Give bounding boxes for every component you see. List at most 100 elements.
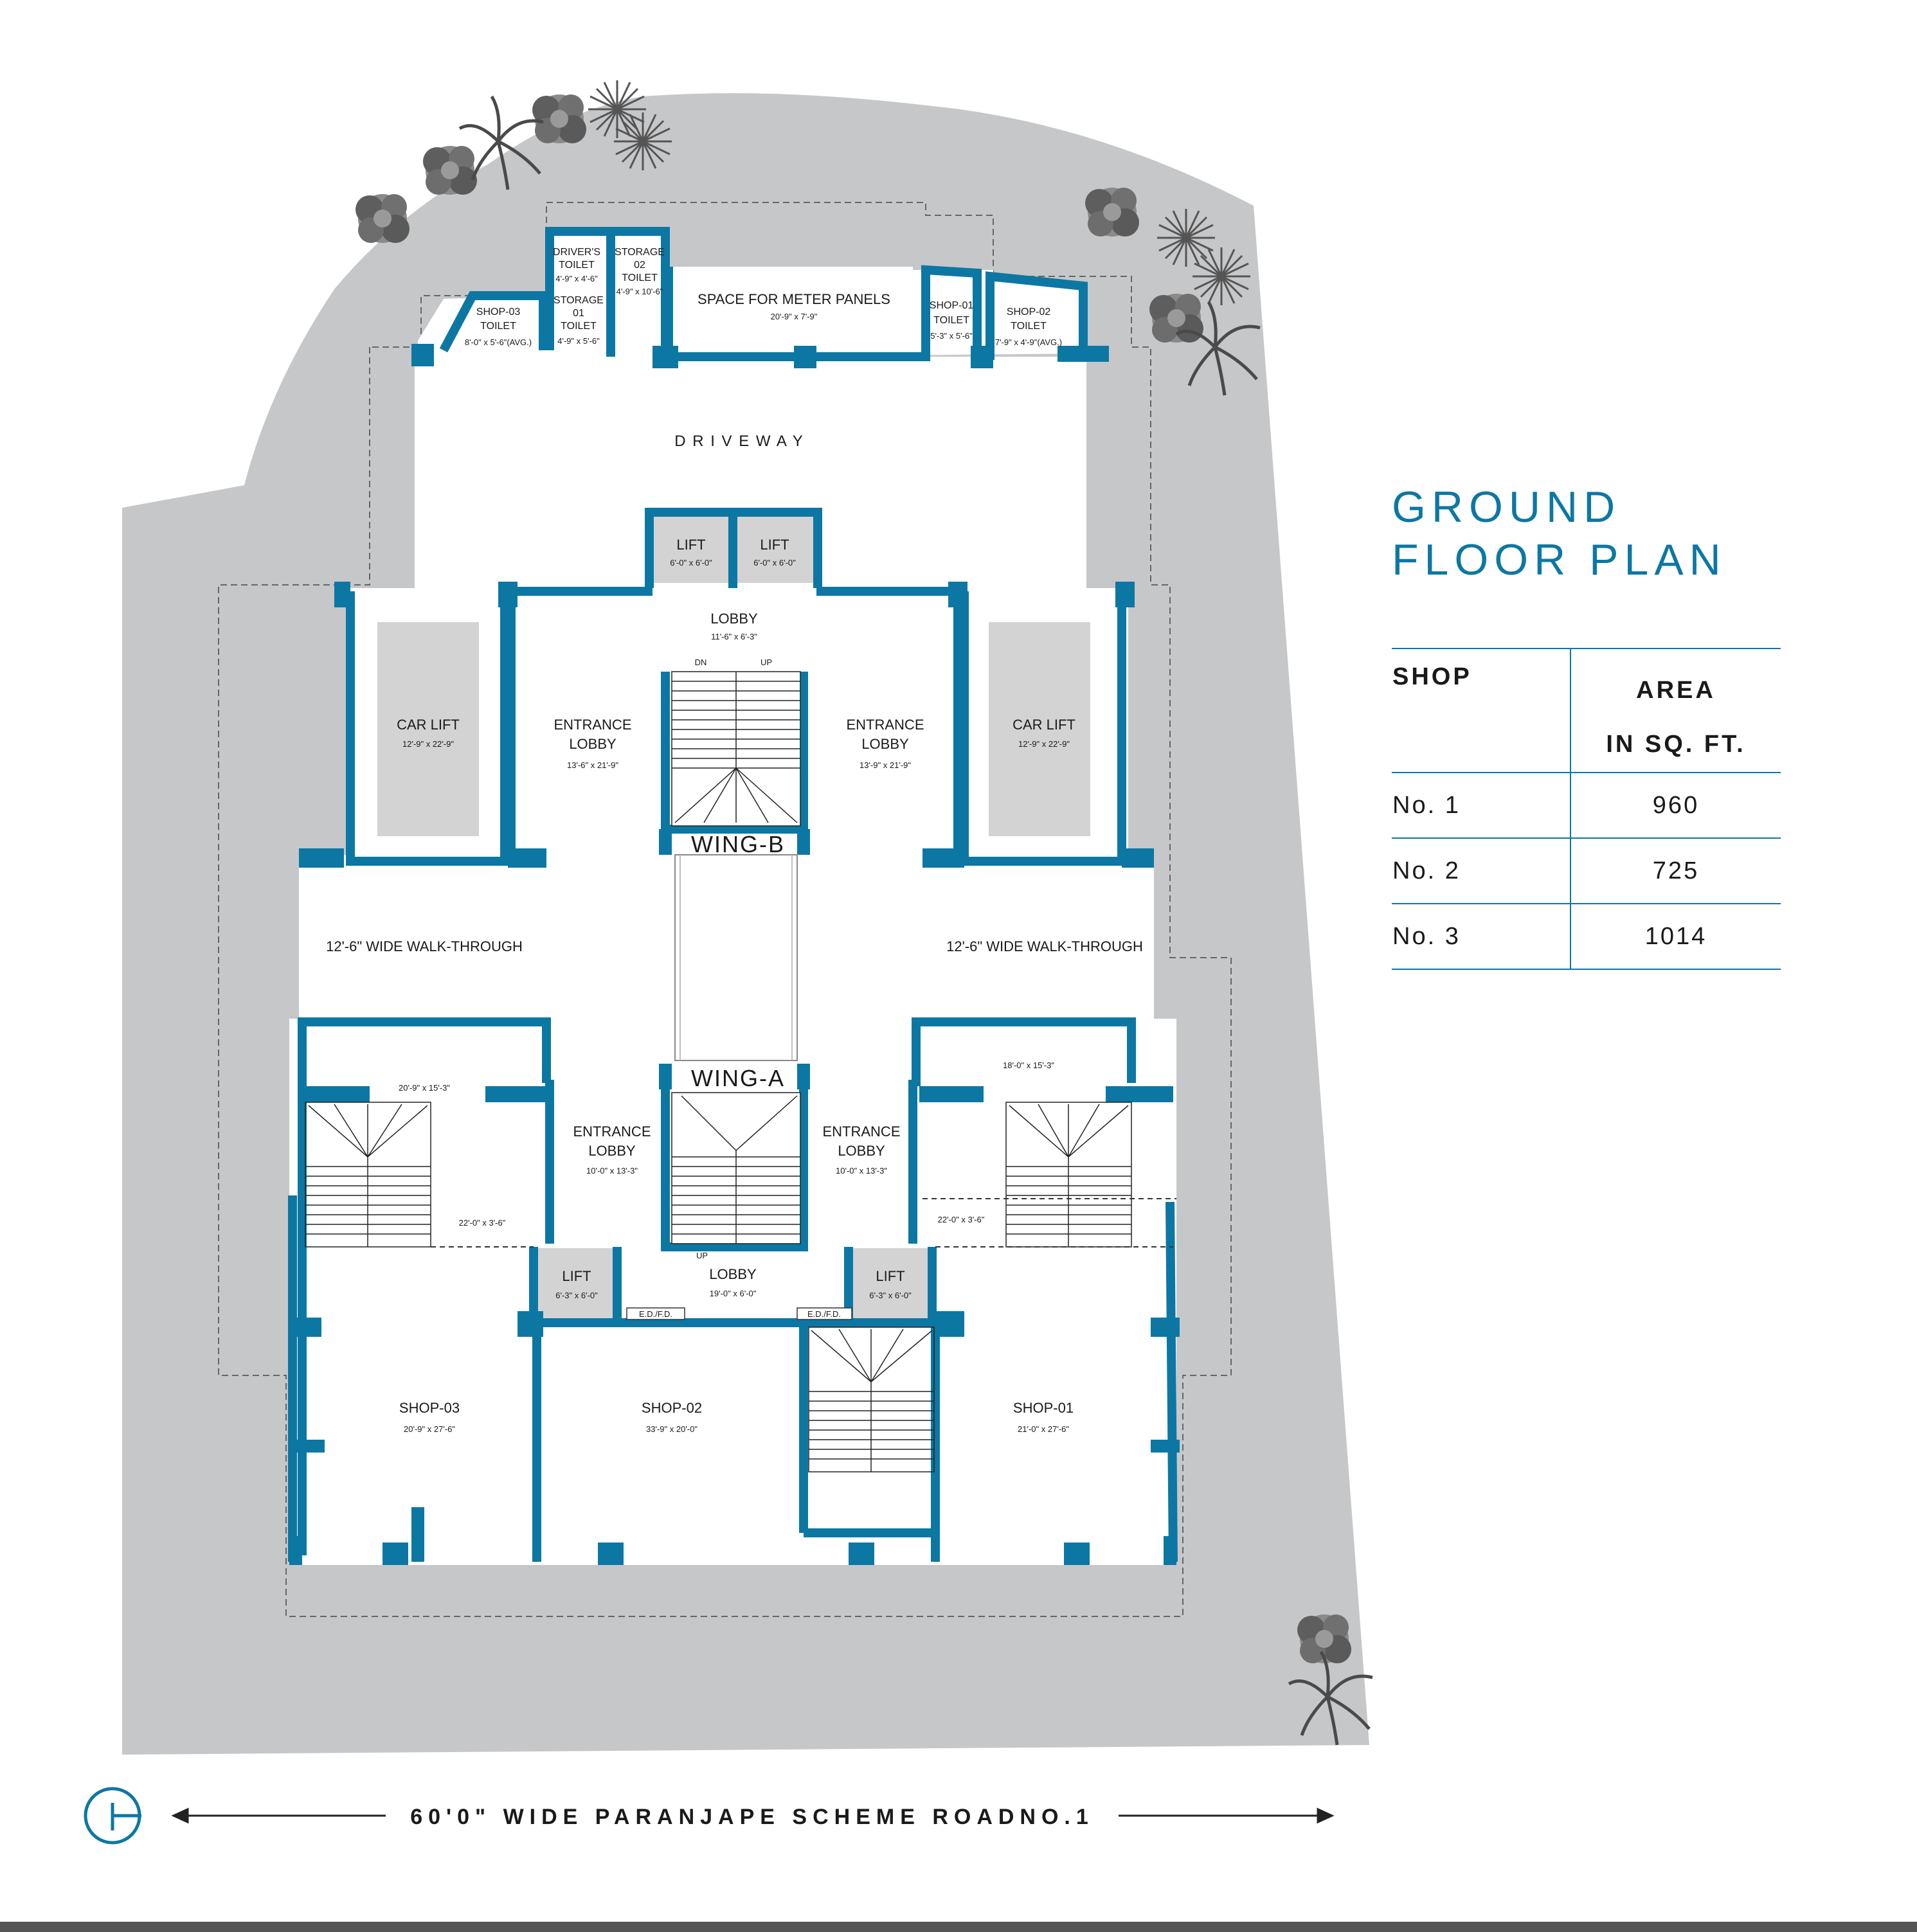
storage-02-label-2: 02 xyxy=(634,260,645,271)
walk-through-right-label: 12'-6" WIDE WALK-THROUGH xyxy=(946,938,1143,954)
area-cell: 960 xyxy=(1571,772,1781,838)
storage-02-label: STORAGE xyxy=(615,247,665,258)
bottom-rule xyxy=(0,1922,1917,1932)
header-area-line-2: IN SQ. FT. xyxy=(1606,731,1746,758)
lift-bottom-left xyxy=(537,1248,614,1319)
shop-cell: No. 1 xyxy=(1392,772,1571,838)
storage-01-label: STORAGE xyxy=(554,295,604,306)
shop-03-toilet-dim: 8'-0" x 5'-6"(AVG.) xyxy=(465,337,532,347)
shop-02-dim: 33'-9" x 20'-0" xyxy=(646,1424,698,1434)
lift-top-left-label: LIFT xyxy=(676,537,705,553)
setback-dashed-line xyxy=(218,202,1232,1617)
car-lift-right-dim: 12'-9" x 22'-9" xyxy=(1018,739,1070,749)
header-shop: SHOP xyxy=(1392,648,1571,773)
stair-dn-label: DN xyxy=(695,657,707,667)
entrance-lobby-b-left-label: ENTRANCE xyxy=(554,717,631,733)
stair-wing-b xyxy=(671,671,801,827)
stair-up-label: UP xyxy=(760,657,772,667)
labels: 60'0" WIDE PARANJAPE SCHEME ROADNO.1 D R… xyxy=(326,247,1143,1829)
shop-01-toilet-dim: 5'-3" x 5'-6" xyxy=(930,331,973,341)
lobby-bottom-dim: 19'-0" x 6'-0" xyxy=(710,1289,757,1298)
ed-fd-right-label: E.D./F.D. xyxy=(807,1309,841,1319)
lift-bottom-left-label: LIFT xyxy=(562,1268,591,1284)
table-row: No. 2 725 xyxy=(1392,837,1781,904)
lift-top-right-dim: 6'-0" x 6'-0" xyxy=(753,558,796,568)
lift-top-right-label: LIFT xyxy=(760,537,789,553)
service-block xyxy=(418,228,1086,360)
shop-03-toilet-label-2: TOILET xyxy=(480,321,516,332)
lobby-bottom-label: LOBBY xyxy=(709,1266,757,1282)
entrance-lobby-b-right-label-2: LOBBY xyxy=(861,736,909,752)
road-label: 60'0" WIDE PARANJAPE SCHEME ROADNO.1 xyxy=(410,1805,1094,1829)
shop-01-dim: 21'-0" x 27'-6" xyxy=(1018,1424,1069,1434)
wing-b-label: WING-B xyxy=(691,831,785,857)
wing-a-label: WING-A xyxy=(691,1065,785,1091)
table-header-row: SHOP AREA IN SQ. FT. xyxy=(1392,648,1781,773)
drivers-toilet-label-2: TOILET xyxy=(559,260,595,271)
lift-top-left-dim: 6'-0" x 6'-0" xyxy=(670,558,712,568)
entrance-lobby-a-right-dim: 10'-0" x 13'-3" xyxy=(836,1166,887,1176)
storage-01-label-3: TOILET xyxy=(561,321,597,332)
entrance-lobby-a-right-label-2: LOBBY xyxy=(838,1143,885,1159)
entrance-lobby-b-right-label: ENTRANCE xyxy=(846,717,924,733)
storage-02-label-3: TOILET xyxy=(622,273,658,283)
area-cell: 1014 xyxy=(1571,903,1781,970)
ed-fd-left-label: E.D./F.D. xyxy=(639,1309,672,1319)
shop-03-toilet-label: SHOP-03 xyxy=(476,307,521,318)
lift-bottom-left-dim: 6'-3" x 6'-0" xyxy=(555,1291,598,1300)
stair-right xyxy=(1005,1102,1132,1248)
meter-panels-label: SPACE FOR METER PANELS xyxy=(698,291,890,307)
storage-01-dim: 4'-9" x 5'-6" xyxy=(557,336,600,346)
mezz-right-dim: 18'-0" x 15'-3" xyxy=(1003,1060,1054,1070)
shop-02-toilet-dim: 7'-9" x 4'-9"(AVG.) xyxy=(995,337,1062,347)
stair-shop-02 xyxy=(808,1327,935,1472)
car-lift-right-platform xyxy=(989,622,1090,836)
entrance-lobby-a-left-label: ENTRANCE xyxy=(573,1123,651,1140)
passage-left-dim: 22'-0" x 3'-6" xyxy=(459,1218,506,1228)
header-area: AREA IN SQ. FT. xyxy=(1571,648,1781,773)
passage-right-dim: 22'-0" x 3'-6" xyxy=(938,1215,985,1224)
header-area-line-1: AREA xyxy=(1636,677,1716,704)
lift-bottom-right-dim: 6'-3" x 6'-0" xyxy=(869,1291,912,1300)
shop-cell: No. 2 xyxy=(1392,837,1571,904)
meter-panels-dim: 20'-9" x 7'-9" xyxy=(771,312,818,321)
storage-01-label-2: 01 xyxy=(573,308,584,319)
shop-03-dim: 20'-9" x 27'-6" xyxy=(404,1424,455,1434)
drivers-toilet-dim: 4'-9" x 4'-6" xyxy=(555,274,598,283)
shop-03-label: SHOP-03 xyxy=(399,1400,460,1416)
entrance-lobby-a-left-dim: 10'-0" x 13'-3" xyxy=(586,1166,638,1176)
shop-01-label: SHOP-01 xyxy=(1013,1400,1074,1416)
page-title: GROUND FLOOR PLAN xyxy=(1392,481,1797,586)
shop-02-toilet-label-2: TOILET xyxy=(1011,321,1047,332)
car-lift-left-platform xyxy=(377,622,479,836)
lobby-top-label: LOBBY xyxy=(710,611,758,627)
road-arrow xyxy=(171,1807,1335,1824)
title-line-1: GROUND xyxy=(1392,483,1621,532)
mezz-left-dim: 20'-9" x 15'-3" xyxy=(399,1083,450,1093)
shop-area-table: SHOP AREA IN SQ. FT. No. 1 960 No. 2 725… xyxy=(1392,648,1781,970)
area-cell: 725 xyxy=(1571,837,1781,904)
storage-02-dim: 4'-9" x 10'-6" xyxy=(616,287,663,296)
stair-left xyxy=(305,1102,431,1248)
walk-through-left-label: 12'-6" WIDE WALK-THROUGH xyxy=(326,938,523,954)
entrance-lobby-a-right-label: ENTRANCE xyxy=(822,1123,900,1140)
table-row: No. 1 960 xyxy=(1392,772,1781,838)
stair-wing-a xyxy=(671,1092,801,1244)
entrance-lobby-b-left-dim: 13'-6" x 21'-9" xyxy=(567,760,618,770)
shop-02-toilet-label: SHOP-02 xyxy=(1007,307,1051,318)
lobby-top-dim: 11'-6" x 6'-3" xyxy=(711,632,757,641)
columns xyxy=(289,344,1180,1565)
lift-top-left xyxy=(652,512,730,583)
north-arrow-icon xyxy=(84,1787,141,1845)
shop-01-toilet-label: SHOP-01 xyxy=(930,300,974,311)
shop-01-toilet-label-2: TOILET xyxy=(933,315,969,326)
lift-bottom-right-label: LIFT xyxy=(876,1268,905,1284)
shop-02-label: SHOP-02 xyxy=(642,1400,702,1416)
drivers-toilet-label: DRIVER'S xyxy=(553,247,600,258)
walls xyxy=(288,227,1178,1562)
lift-bottom-right xyxy=(852,1248,929,1319)
stair-up-bottom-label: UP xyxy=(696,1251,708,1260)
entrance-lobby-a-left-label-2: LOBBY xyxy=(588,1143,636,1159)
shop-cell: No. 3 xyxy=(1392,903,1571,970)
